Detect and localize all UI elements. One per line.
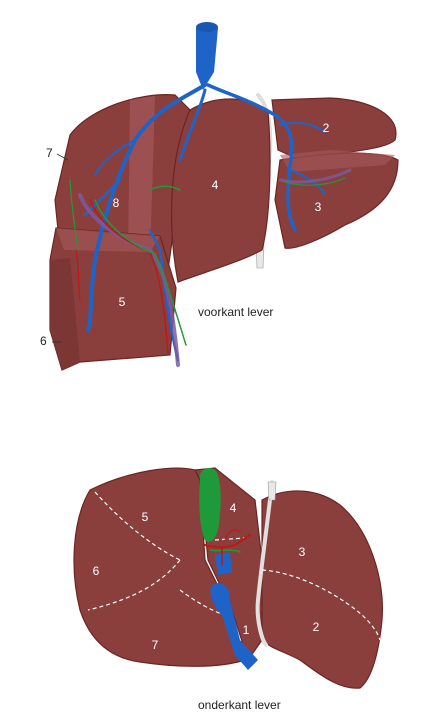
bottom-seg2-label: 2 [313, 620, 320, 634]
bottom-ligament-top [267, 481, 277, 501]
bottom-seg3-label: 3 [299, 545, 306, 559]
right-lobe-lower-fold [56, 228, 160, 252]
vena-cava-top [196, 22, 218, 32]
front-seg6-label: 6 [40, 334, 47, 348]
bottom-seg6-label: 6 [93, 564, 100, 578]
hilum-structures [204, 529, 251, 566]
front-view-caption: voorkant lever [198, 305, 274, 319]
bottom-seg5-label: 5 [142, 510, 149, 524]
bottom-seg4-label: 4 [230, 501, 237, 515]
bottom-liver-view: 1 2 3 4 5 6 7 [73, 467, 383, 689]
portal-vein-bottom [215, 552, 232, 575]
bottom-vena-cava [210, 583, 258, 670]
left-lobe-fold [280, 150, 395, 172]
hepatic-veins [84, 83, 326, 362]
front-seg7-label: 7 [46, 146, 53, 160]
bottom-view-caption: onderkant lever [198, 698, 281, 712]
middle-lobe-seg4 [170, 98, 271, 283]
front-liver-view: 2 3 4 5 8 7 6 [40, 22, 399, 371]
front-seg2-label: 2 [323, 121, 330, 135]
portal-structures [69, 168, 352, 367]
vena-cava [196, 28, 218, 90]
bottom-ligament [255, 480, 274, 647]
front-seg7-pointer [56, 153, 69, 161]
front-seg3-label: 3 [315, 200, 322, 214]
bottom-seg7-label: 7 [152, 638, 159, 652]
front-seg5-label: 5 [119, 295, 126, 309]
bottom-seg1-label: 1 [243, 623, 250, 637]
front-seg8-label: 8 [113, 196, 120, 210]
bottom-left-lobe [261, 490, 383, 689]
front-seg4-label: 4 [212, 178, 219, 192]
gallbladder [199, 468, 221, 542]
